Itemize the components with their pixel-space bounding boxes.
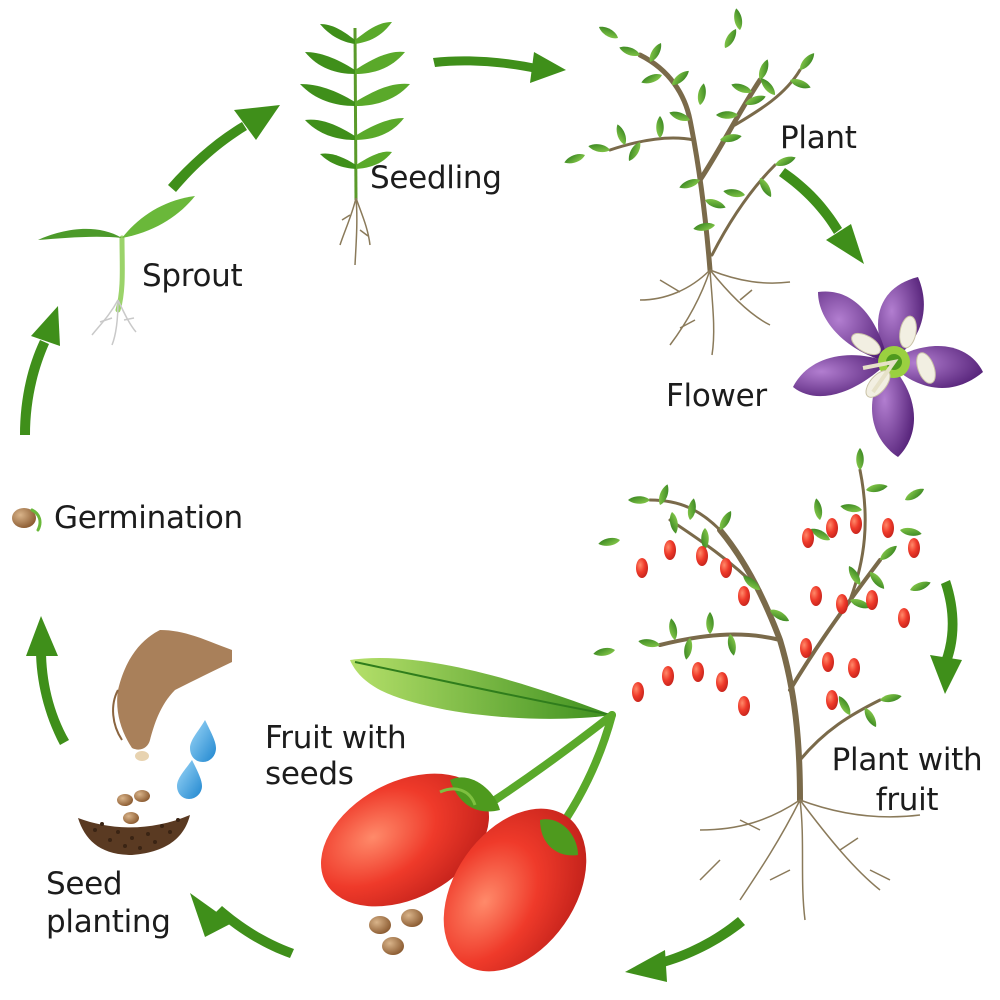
flower-petal xyxy=(793,355,888,397)
fruit-seeds xyxy=(369,909,423,955)
label-seed-planting-line-1: Seed xyxy=(46,866,123,902)
cycle-arrows xyxy=(20,52,962,982)
label-germination: Germination xyxy=(54,500,243,536)
soil-mound xyxy=(78,815,190,855)
label-plant-with-fruit-line-2: fruit xyxy=(875,782,939,818)
fruiting-plant-leaves xyxy=(592,448,932,729)
arrow-flower-to-fruiting-plant xyxy=(930,580,962,694)
label-sprout: Sprout xyxy=(142,258,243,294)
hand-icon xyxy=(112,630,232,761)
seed-planting-illustration xyxy=(78,630,232,855)
sprout-illustration xyxy=(38,196,195,346)
fruiting-plant-illustration xyxy=(592,448,932,921)
goji-berry xyxy=(443,808,587,972)
arrow-fruit-to-seed-planting xyxy=(190,893,294,958)
label-flower: Flower xyxy=(666,378,767,414)
arrow-germination-to-sprout xyxy=(20,306,60,435)
flower-illustration xyxy=(793,277,983,457)
seedling-leaves xyxy=(300,22,410,169)
label-plant-with-fruit-line-1: Plant with xyxy=(831,742,983,778)
seedling-illustration xyxy=(300,22,410,266)
arrow-sprout-to-seedling xyxy=(168,105,280,192)
plant-roots xyxy=(639,269,791,356)
planted-seeds xyxy=(117,790,150,824)
germinating-seed-icon xyxy=(12,508,42,532)
label-fruit-with-seeds-line-1: Fruit with xyxy=(265,720,407,756)
goji-berry xyxy=(320,773,500,907)
arrow-seed-planting-to-germination xyxy=(26,616,69,745)
fruiting-plant-roots xyxy=(699,799,921,921)
arrow-seedling-to-plant xyxy=(433,52,566,83)
fruit-illustration xyxy=(320,658,616,972)
water-drops-icon xyxy=(177,720,216,799)
label-seed-planting-line-2: planting xyxy=(46,904,171,940)
flower-petal xyxy=(888,345,983,389)
label-fruit-with-seeds-line-2: seeds xyxy=(265,756,354,792)
label-seedling: Seedling xyxy=(370,160,502,196)
label-plant: Plant xyxy=(780,120,857,156)
arrow-fruiting-plant-to-fruit xyxy=(625,917,745,982)
fruiting-plant-berries xyxy=(632,514,920,716)
arrow-plant-to-flower xyxy=(779,168,864,264)
plant-illustration xyxy=(563,7,818,356)
